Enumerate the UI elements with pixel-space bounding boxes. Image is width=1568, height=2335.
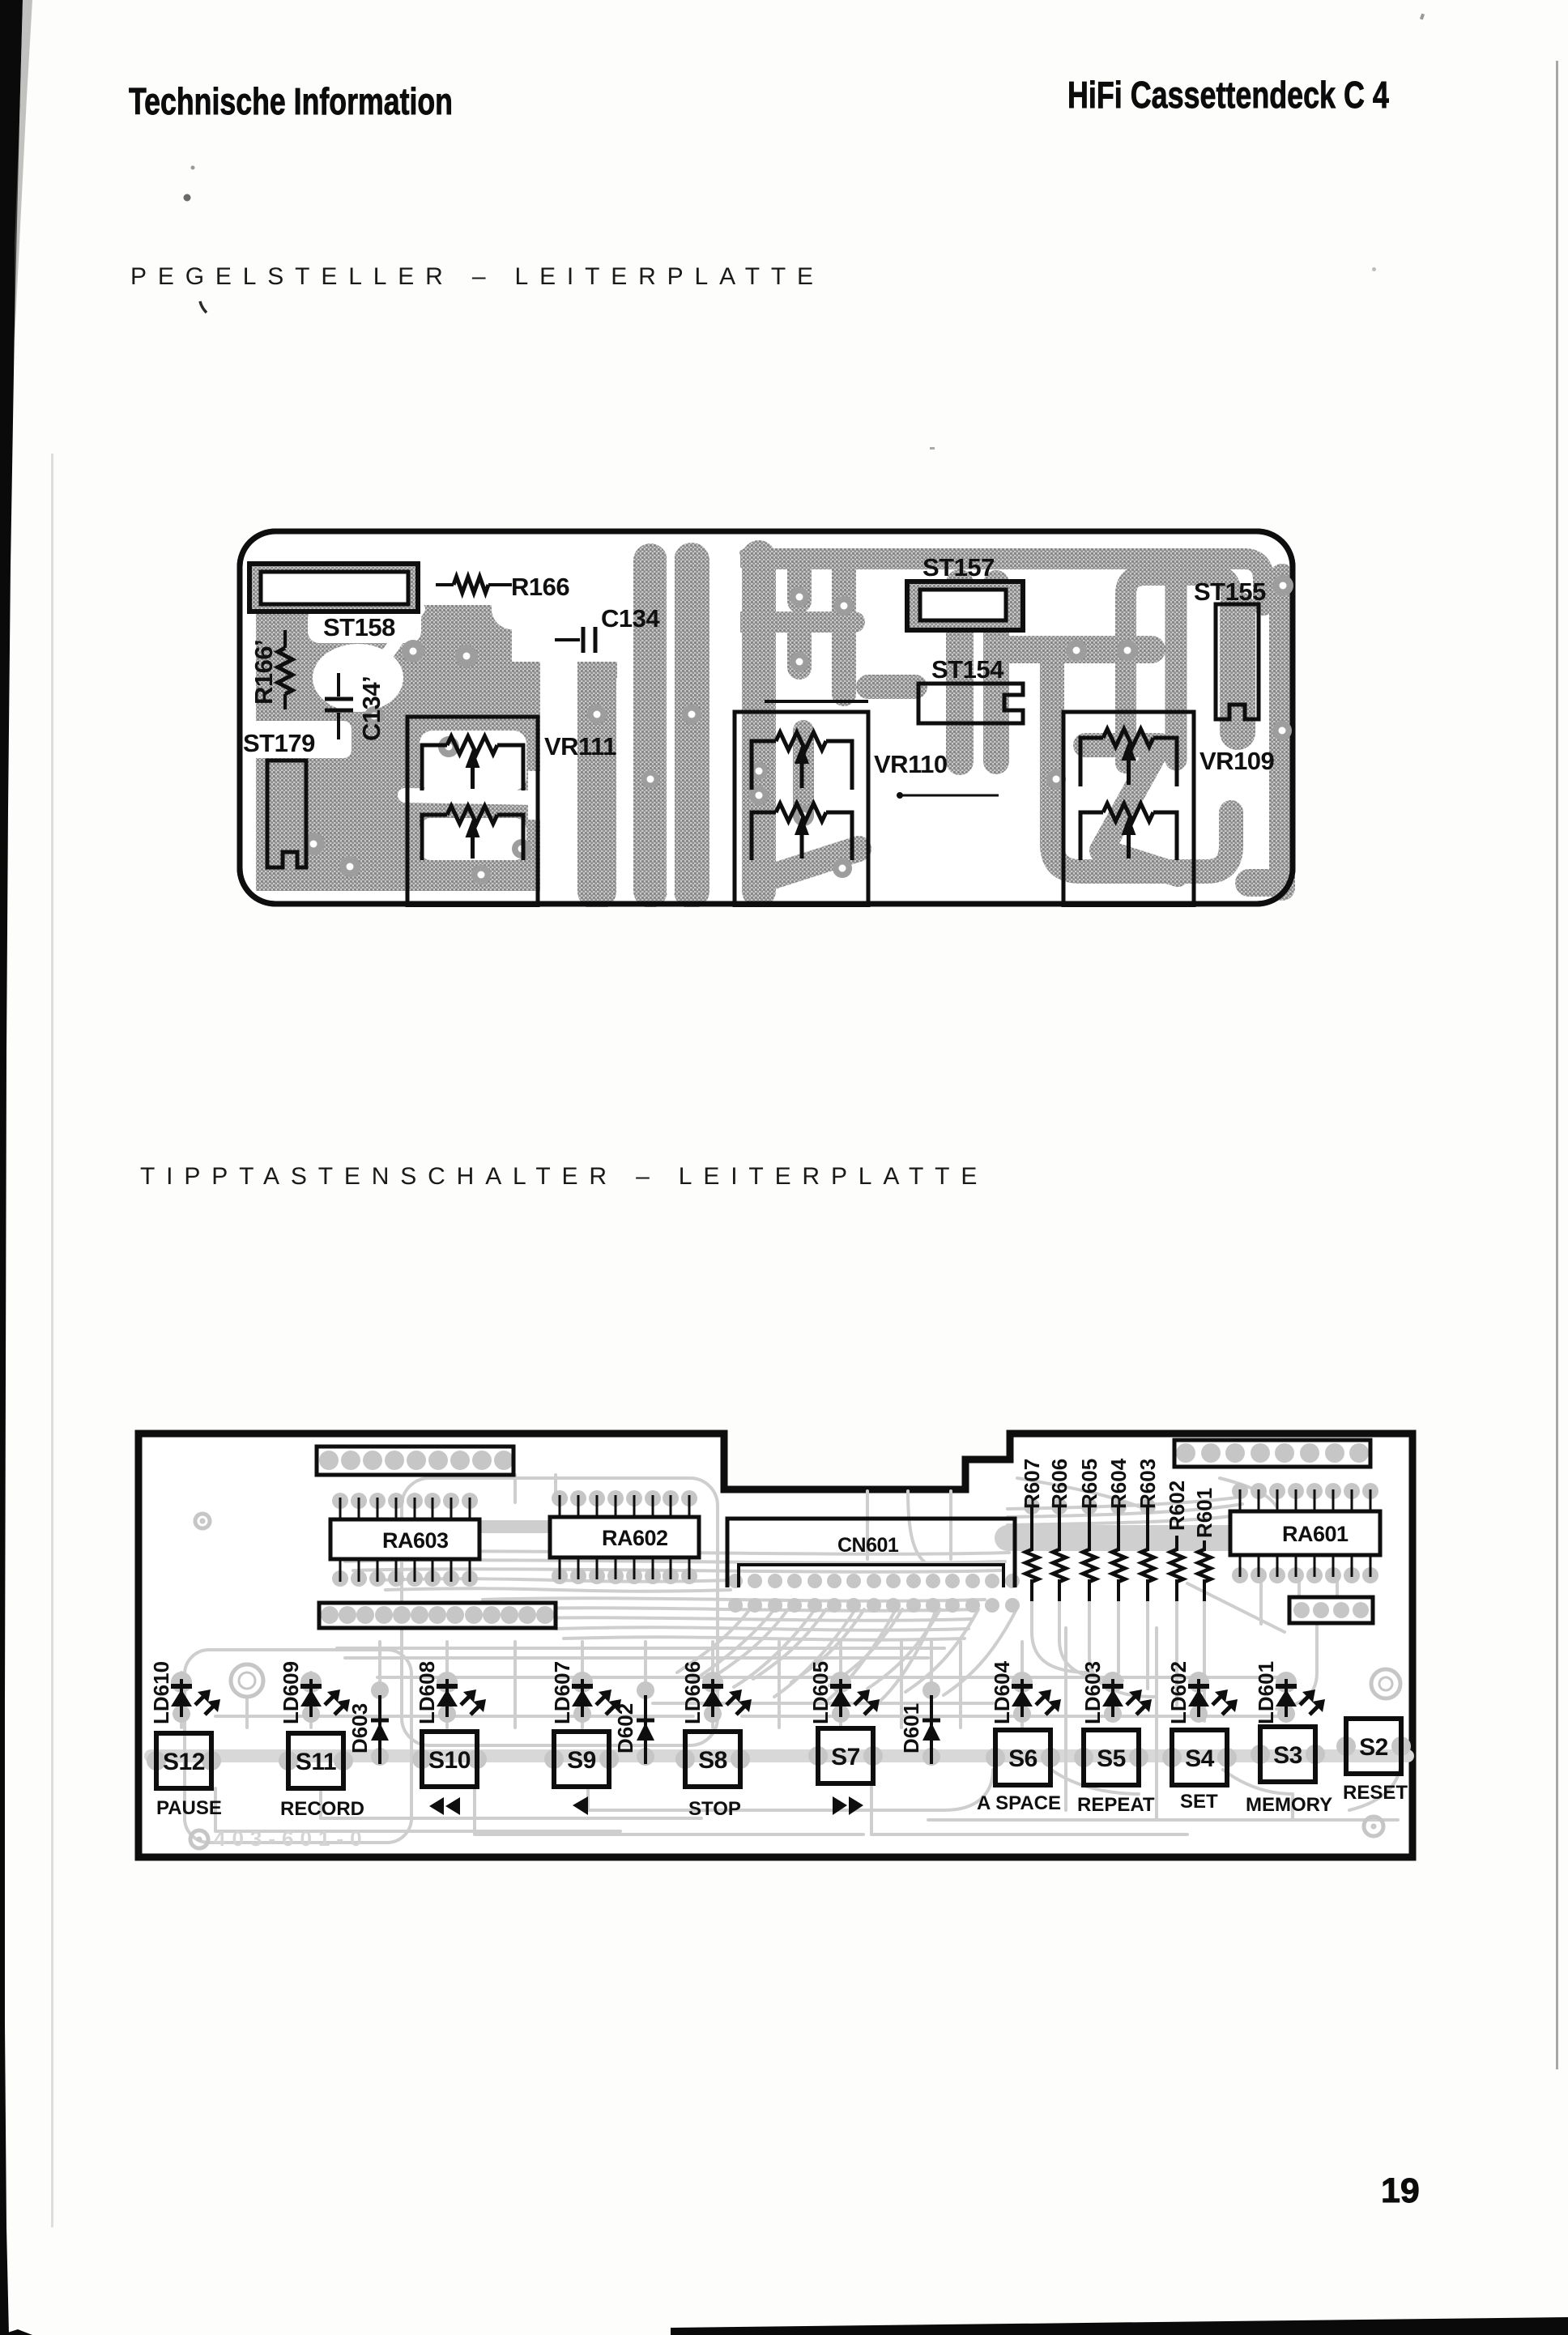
svg-text:PAUSE: PAUSE — [156, 1797, 222, 1819]
svg-text:VR111: VR111 — [544, 732, 616, 761]
svg-text:C134ʼ: C134ʼ — [357, 676, 386, 741]
svg-text:R605: R605 — [1077, 1459, 1101, 1509]
svg-text:LD609: LD609 — [279, 1661, 303, 1724]
svg-text:LD607: LD607 — [550, 1661, 574, 1724]
svg-text:ST157: ST157 — [922, 553, 995, 582]
svg-text:ST179: ST179 — [243, 729, 315, 757]
svg-text:R602: R602 — [1165, 1481, 1189, 1531]
svg-text:A SPACE: A SPACE — [977, 1792, 1061, 1814]
svg-text:RA603: RA603 — [382, 1528, 449, 1553]
svg-text:S8: S8 — [698, 1747, 727, 1774]
svg-text:R607: R607 — [1020, 1459, 1044, 1509]
svg-text:SET: SET — [1180, 1791, 1218, 1813]
svg-text:VR109: VR109 — [1199, 747, 1275, 775]
svg-text:REPEAT: REPEAT — [1077, 1794, 1155, 1816]
svg-text:R166ʼ: R166ʼ — [249, 640, 278, 705]
svg-text:403-601-0: 403-601-0 — [214, 1826, 369, 1851]
svg-text:S12: S12 — [163, 1749, 205, 1775]
svg-text:LD601: LD601 — [1254, 1661, 1278, 1724]
svg-text:RA602: RA602 — [602, 1526, 668, 1550]
svg-text:S5: S5 — [1097, 1745, 1126, 1772]
svg-text:S6: S6 — [1008, 1745, 1038, 1772]
svg-text:S2: S2 — [1359, 1734, 1388, 1761]
svg-text:ST158: ST158 — [323, 613, 395, 641]
svg-text:MEMORY: MEMORY — [1246, 1794, 1332, 1816]
svg-text:LD604: LD604 — [990, 1660, 1014, 1724]
svg-text:S10: S10 — [428, 1747, 471, 1774]
svg-text:R603: R603 — [1136, 1459, 1160, 1509]
svg-text:LD603: LD603 — [1080, 1661, 1105, 1724]
svg-text:LD602: LD602 — [1166, 1661, 1191, 1724]
svg-text:D603: D603 — [347, 1703, 372, 1753]
svg-text:S7: S7 — [831, 1744, 860, 1770]
svg-text:ST155: ST155 — [1194, 577, 1266, 606]
svg-text:RESET: RESET — [1343, 1782, 1408, 1804]
svg-text:D602: D602 — [613, 1703, 637, 1753]
svg-text:RA601: RA601 — [1282, 1522, 1349, 1546]
svg-text:LD605: LD605 — [808, 1661, 833, 1724]
svg-text:STOP: STOP — [688, 1798, 741, 1820]
svg-text:R604: R604 — [1106, 1458, 1131, 1509]
svg-text:LD608: LD608 — [415, 1661, 439, 1724]
svg-text:D601: D601 — [899, 1703, 923, 1753]
svg-text:R606: R606 — [1047, 1459, 1072, 1509]
svg-text:LD606: LD606 — [680, 1661, 705, 1724]
svg-text:C134: C134 — [601, 604, 660, 633]
svg-text:CN601: CN601 — [837, 1534, 899, 1557]
svg-text:LD610: LD610 — [149, 1661, 173, 1724]
svg-text:R166: R166 — [511, 573, 569, 601]
svg-text:S4: S4 — [1185, 1745, 1215, 1772]
svg-text:S9: S9 — [567, 1747, 596, 1774]
svg-text:S11: S11 — [296, 1749, 336, 1775]
svg-text:ST154: ST154 — [931, 655, 1004, 684]
svg-text:RECORD: RECORD — [280, 1798, 364, 1820]
svg-text:VR110: VR110 — [874, 750, 948, 778]
svg-text:S3: S3 — [1273, 1742, 1302, 1769]
svg-text:R601: R601 — [1192, 1488, 1216, 1538]
